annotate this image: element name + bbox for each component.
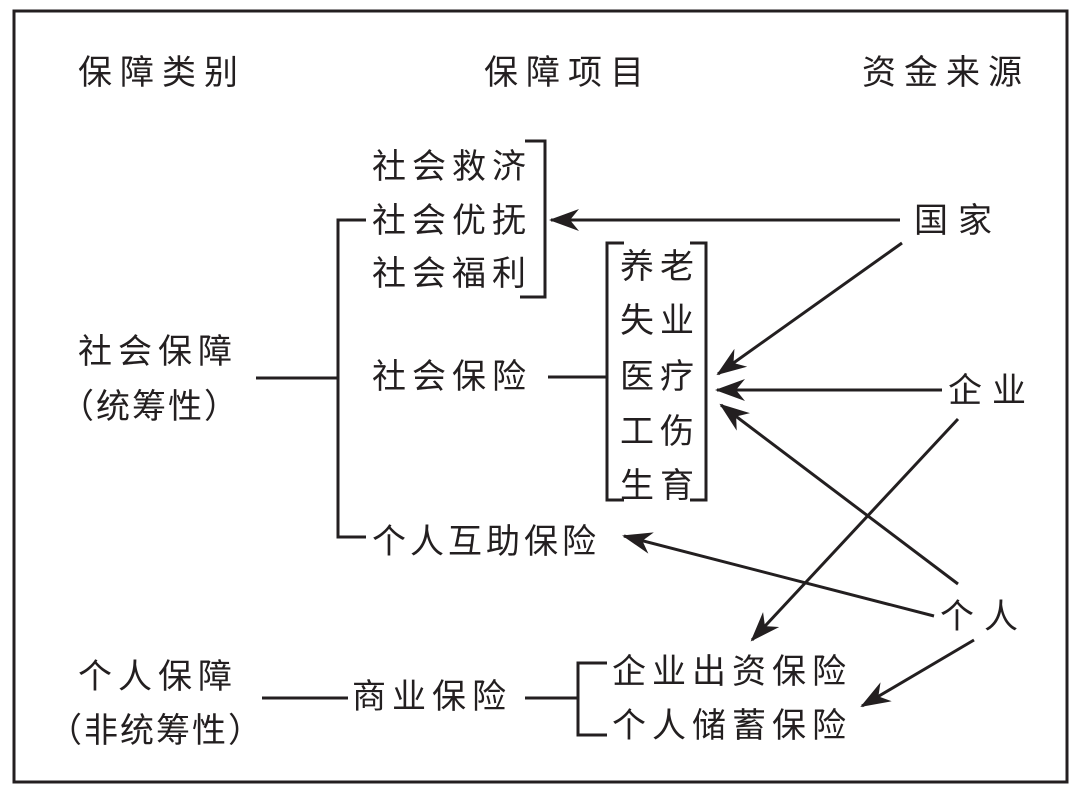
source-individual: 个人 <box>940 597 1028 637</box>
item-social-relief: 社会救济 <box>372 147 532 187</box>
item-social-preferential: 社会优抚 <box>372 201 532 241</box>
item-social-insurance: 社会保险 <box>372 357 532 397</box>
type-maternity-a: 生 <box>620 466 660 506</box>
category-personal-note: （非统筹性） <box>48 711 264 751</box>
category-social-note: （统筹性） <box>60 387 240 427</box>
type-work-injury-b: 伤 <box>660 412 700 452</box>
item-social-welfare: 社会福利 <box>372 254 532 294</box>
arrow-individual-to-savings <box>860 638 975 708</box>
type-pension-b: 老 <box>660 247 700 287</box>
type-unemployment-a: 失 <box>620 301 660 341</box>
header-source: 资金来源 <box>862 53 1030 93</box>
bracket-commercial-types <box>576 661 607 737</box>
source-state: 国家 <box>914 201 1002 241</box>
bracket-insurance-types-right <box>690 241 708 502</box>
outer-frame <box>12 9 1069 784</box>
item-personal-savings: 个人储蓄保险 <box>612 706 852 746</box>
header-category: 保障类别 <box>78 53 246 93</box>
item-enterprise-funded: 企业出资保险 <box>612 652 852 692</box>
bracket-group1 <box>520 139 547 299</box>
category-social-name: 社会保障 <box>78 332 238 372</box>
type-work-injury-a: 工 <box>620 412 660 452</box>
arrow-state-to-social-insurance <box>716 241 903 376</box>
source-enterprise: 企业 <box>948 371 1036 411</box>
type-pension-a: 养 <box>620 247 660 287</box>
item-mutual-aid: 个人互助保险 <box>372 522 600 562</box>
type-maternity-b: 育 <box>660 466 700 506</box>
connector-social-branch <box>336 218 366 539</box>
header-item: 保障项目 <box>484 53 652 93</box>
category-personal-name: 个人保障 <box>78 657 238 697</box>
bracket-insurance-types-left <box>605 241 624 502</box>
type-medical-a: 医 <box>620 357 660 397</box>
type-unemployment-b: 业 <box>660 301 700 341</box>
type-medical-b: 疗 <box>660 357 700 397</box>
arrow-enterprise-to-enterprise-funded <box>750 417 960 642</box>
arrow-individual-to-social-insurance <box>719 403 959 586</box>
arrow-individual-to-mutual-aid <box>622 532 935 618</box>
item-commercial-insurance: 商业保险 <box>352 677 512 717</box>
